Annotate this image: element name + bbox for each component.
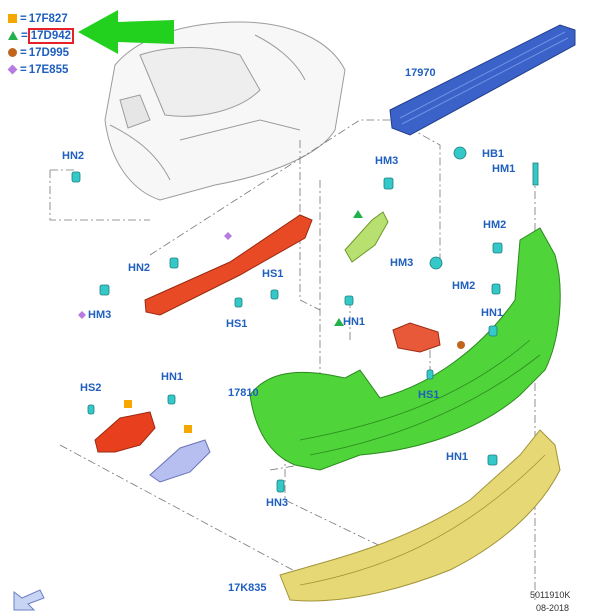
clips <box>71 146 539 493</box>
label-17970[interactable]: 17970 <box>405 67 436 79</box>
legend-text: 17F827 <box>28 12 68 25</box>
nav-arrow-icon[interactable] <box>13 589 45 611</box>
label-hm2-mid[interactable]: HM2 <box>452 280 476 292</box>
marker-square-2 <box>184 425 192 433</box>
square-marker-icon <box>8 14 17 23</box>
legend-equals: = <box>20 63 27 76</box>
label-17810[interactable]: 17810 <box>228 387 259 399</box>
pointer-arrow <box>78 10 174 54</box>
triangle-marker-icon <box>8 31 18 40</box>
legend-text: 17D995 <box>28 46 70 59</box>
marker-triangle-1 <box>353 210 363 218</box>
label-hm1[interactable]: HM1 <box>492 163 516 175</box>
label-hn2-top[interactable]: HN2 <box>62 150 85 162</box>
label-hs1-left[interactable]: HS1 <box>262 268 284 280</box>
label-hm3-top[interactable]: HM3 <box>375 155 399 167</box>
legend: = 17F827 = 17D942 = 17D995 = 17E855 <box>7 10 75 78</box>
marker-circle-1 <box>457 341 465 349</box>
legend-row-17d942[interactable]: = 17D942 <box>8 27 75 44</box>
vehicle-body-outline <box>104 21 346 201</box>
circle-marker-icon <box>8 48 17 57</box>
marker-diamond-2 <box>78 311 86 319</box>
label-hn3[interactable]: HN3 <box>266 497 289 509</box>
legend-row-17f827[interactable]: = 17F827 <box>8 10 72 27</box>
label-hs1-lower[interactable]: HS1 <box>226 318 248 330</box>
legend-equals: = <box>20 46 27 59</box>
label-hs1-right[interactable]: HS1 <box>418 389 440 401</box>
label-hs2[interactable]: HS2 <box>80 382 102 394</box>
reinforcement-17e855 <box>144 214 313 316</box>
legend-text: 17E855 <box>28 63 69 76</box>
legend-text-highlighted: 17D942 <box>27 27 75 44</box>
lower-valance-17k835 <box>279 429 561 602</box>
bumper-cover-17810 <box>249 227 561 471</box>
marker-square-1 <box>124 400 132 408</box>
label-hm2-top[interactable]: HM2 <box>483 219 507 231</box>
label-hm3-right[interactable]: HM3 <box>390 257 414 269</box>
diagram-date: 08-2018 <box>536 603 570 613</box>
label-hm3-left[interactable]: HM3 <box>88 309 112 321</box>
part-17f827 <box>94 411 156 453</box>
legend-row-17e855[interactable]: = 17E855 <box>7 61 72 78</box>
lower-valance-lines <box>299 454 546 586</box>
bracket-lower-left <box>149 439 211 483</box>
diamond-marker-icon <box>7 64 18 75</box>
bracket-17d995 <box>392 322 441 353</box>
label-hn1-bottom[interactable]: HN1 <box>446 451 469 463</box>
label-hn1-right[interactable]: HN1 <box>481 307 504 319</box>
label-hn1-left[interactable]: HN1 <box>161 371 184 383</box>
bumper-cover-lines <box>299 339 541 456</box>
legend-equals: = <box>21 29 28 42</box>
bumper-beam-17970 <box>389 24 576 136</box>
marker-triangle-2 <box>334 318 344 326</box>
label-hn1-mid[interactable]: HN1 <box>343 316 366 328</box>
label-hb1[interactable]: HB1 <box>482 148 505 160</box>
diagram-code: 5011910K <box>530 590 571 600</box>
marker-diamond-1 <box>224 232 232 240</box>
legend-equals: = <box>20 12 27 25</box>
bracket-17d942 <box>344 211 389 263</box>
label-17k835[interactable]: 17K835 <box>228 582 267 594</box>
bumper-beam-ribs <box>399 31 569 125</box>
label-hn2-mid[interactable]: HN2 <box>128 262 151 274</box>
legend-row-17d995[interactable]: = 17D995 <box>8 44 72 61</box>
